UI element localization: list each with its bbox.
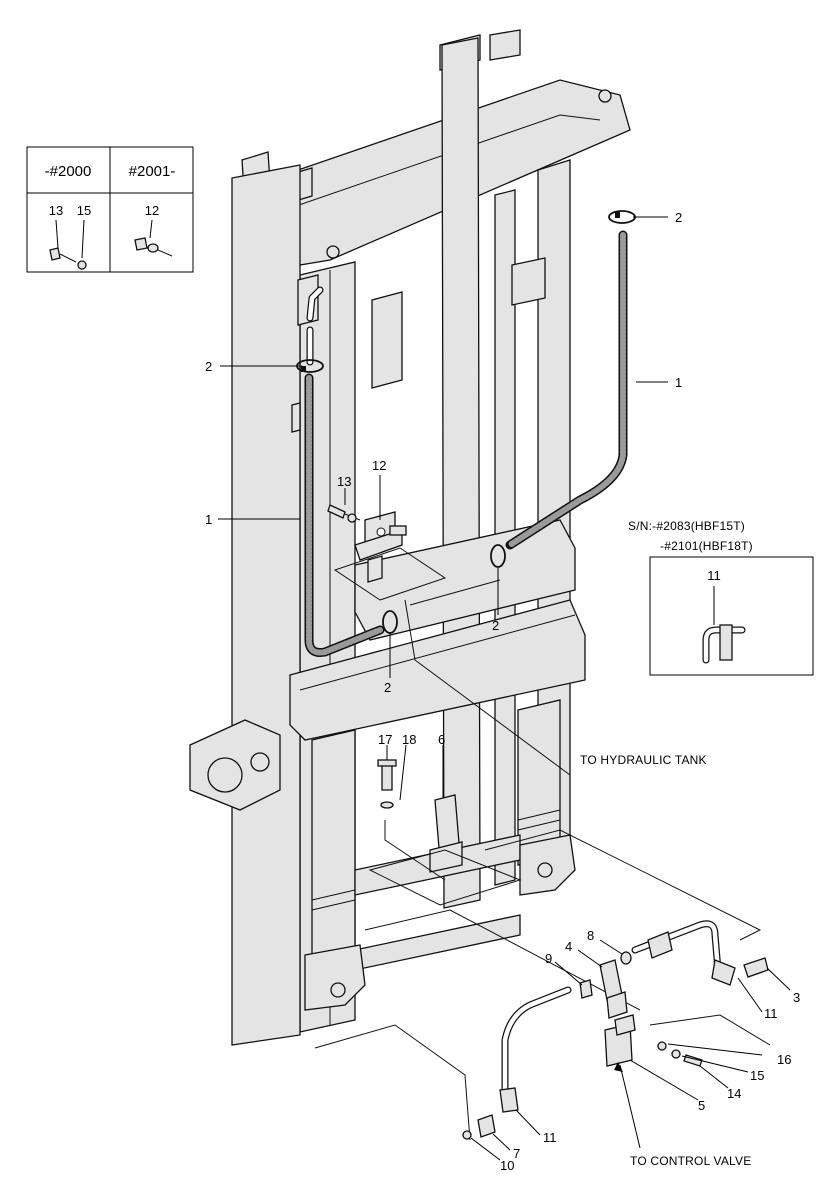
serial-line-2: -#2101(HBF18T) — [660, 539, 753, 553]
washer-16 — [657, 1041, 667, 1051]
plate-lower-right — [484, 829, 762, 941]
callout-4: 4 — [565, 939, 572, 954]
plate-bracket-12 — [333, 547, 447, 601]
oring-10 — [462, 1130, 472, 1140]
callout-13: 13 — [337, 474, 351, 489]
callout-3: 3 — [793, 990, 800, 1005]
fitting-8 — [620, 951, 632, 965]
plate-line — [409, 579, 501, 606]
callout-5: 5 — [698, 1098, 705, 1113]
callout-11-right: 11 — [764, 1006, 778, 1021]
leader-control-valve — [619, 1064, 641, 1149]
hose-lower-right — [631, 920, 736, 986]
callout-12: 12 — [372, 458, 386, 473]
callout-14: 14 — [727, 1086, 741, 1101]
bolt-13 — [327, 504, 361, 523]
mast-assembly — [189, 29, 631, 1046]
callout-6: 6 — [438, 732, 445, 747]
callout-1-right: 1 — [675, 375, 682, 390]
washer-15 — [671, 1049, 681, 1059]
callout-9: 9 — [545, 951, 552, 966]
plate-lower-left — [314, 1024, 471, 1141]
fitting-3 — [743, 957, 769, 978]
leader-hydraulic-tank — [404, 599, 571, 776]
detail-callout-11: 11 — [707, 568, 721, 583]
fitting-9 — [579, 979, 593, 999]
callout-17: 17 — [378, 732, 392, 747]
table-col2-header: #2001- — [129, 163, 176, 180]
table-bolt-icon — [49, 247, 77, 263]
serial-line-1: S/N:-#2083(HBF15T) — [628, 519, 745, 533]
note-control-valve: TO CONTROL VALVE — [630, 1154, 751, 1168]
block-5 — [604, 1014, 636, 1067]
callout-15: 15 — [750, 1068, 764, 1083]
callout-18: 18 — [402, 732, 416, 747]
table-part-12: 12 — [145, 203, 159, 218]
callout-2-mid: 2 — [492, 618, 499, 633]
table-col1-header: -#2000 — [45, 163, 92, 180]
hose-clamp-top — [608, 210, 636, 224]
fitting-7 — [477, 1114, 496, 1138]
callout-leaders — [218, 216, 791, 1161]
callout-10: 10 — [500, 1158, 514, 1173]
hose-clamp-mid — [490, 544, 506, 568]
table-bolt-washer-icon — [134, 237, 173, 257]
table-part-13: 13 — [49, 203, 63, 218]
washer-18 — [380, 801, 394, 809]
bolt-17 — [377, 759, 397, 791]
valve-block-4 — [599, 959, 628, 1019]
detail-elbow-icon — [702, 624, 746, 664]
plate-washer — [649, 1014, 771, 1046]
callout-7: 7 — [513, 1146, 520, 1161]
callout-11-bottom: 11 — [543, 1130, 557, 1145]
hose-lower-left — [499, 986, 572, 1113]
callout-1-left: 1 — [205, 512, 212, 527]
bracket-12 — [354, 511, 407, 583]
leader-bolt — [384, 820, 446, 881]
bracket-6 — [368, 794, 522, 906]
table-washer-icon — [77, 260, 87, 270]
serial-detail-inset: S/N:-#2083(HBF15T) -#2101(HBF18T) 11 — [628, 519, 814, 676]
plate-lower-mid — [364, 909, 641, 1011]
callout-8: 8 — [587, 928, 594, 943]
callout-2-top: 2 — [675, 210, 682, 225]
variant-table: -#2000 #2001- 13 15 12 — [26, 146, 194, 273]
note-hydraulic-tank: TO HYDRAULIC TANK — [580, 753, 707, 767]
callout-2-left: 2 — [205, 359, 212, 374]
callout-16: 16 — [777, 1052, 791, 1067]
table-part-15: 15 — [77, 203, 91, 218]
hose-1-right — [505, 230, 628, 550]
callout-numbers: 2 1 2 1 12 13 2 2 17 18 6 8 4 9 3 11 16 … — [205, 210, 800, 1173]
callout-2-low: 2 — [384, 680, 391, 695]
hose-1-left — [304, 373, 385, 657]
